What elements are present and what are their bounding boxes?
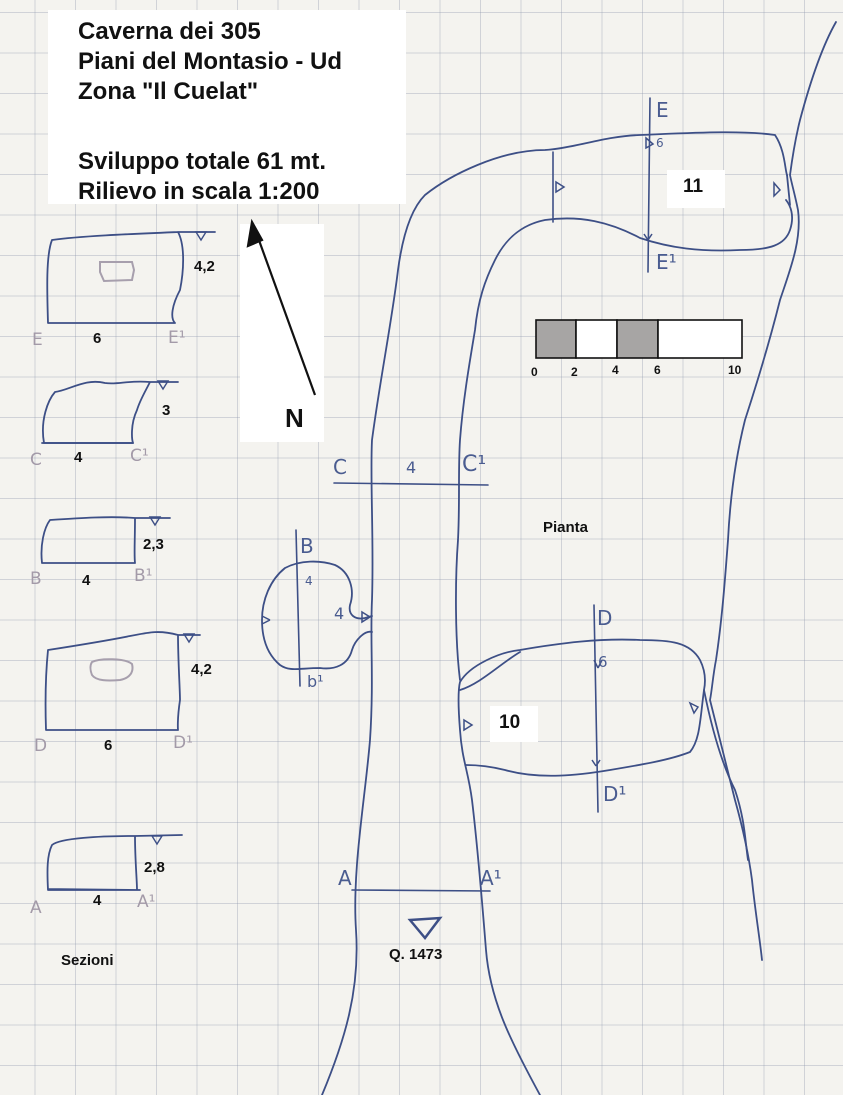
section-d-right-mark: D¹ [173, 733, 193, 753]
mark-d-width: 6 [598, 653, 608, 671]
side-chamber-b [261, 560, 373, 671]
station-marker [182, 633, 196, 644]
station-marker [688, 701, 700, 715]
room-10-label: 10 [499, 712, 521, 733]
mark-e: E [656, 98, 669, 122]
section-line-d [593, 604, 599, 813]
station-marker [148, 516, 162, 527]
section-b-left-mark: B [30, 569, 42, 589]
section-line-e [647, 97, 651, 273]
section-d-height: 4,2 [191, 661, 212, 678]
station-marker [156, 380, 170, 391]
boulder-sketch [89, 658, 134, 682]
section-c-right-mark: C¹ [130, 446, 149, 466]
section-e-height: 4,2 [194, 258, 215, 275]
passage-left-wall [321, 131, 788, 1095]
room-10-lower-wall [465, 689, 705, 777]
mark-b: B [300, 534, 314, 558]
cave-name: Caverna dei 305 [78, 18, 261, 45]
total-development: Sviluppo totale 61 mt. [78, 148, 327, 175]
mark-a1: A¹ [480, 866, 502, 890]
station-marker [150, 835, 164, 846]
boulder-sketch [99, 261, 136, 283]
section-b-outline [40, 516, 171, 564]
section-a-height: 2,8 [144, 859, 165, 876]
room-11-label: 11 [683, 176, 704, 197]
mark-a: A [338, 866, 352, 890]
mark-b1: b¹ [307, 672, 324, 691]
cross-mark [261, 615, 271, 625]
zone: Zona "Il Cuelat" [78, 78, 259, 105]
location: Piani del Montasio - Ud [78, 48, 343, 75]
scale-bar [535, 319, 743, 359]
room-11-divider [786, 174, 791, 206]
sections-label: Sezioni [61, 952, 114, 969]
mark-b-width: 4 [305, 574, 313, 588]
section-line-c [333, 482, 489, 486]
station-marker [361, 610, 372, 624]
mark-b-width-2: 4 [334, 604, 345, 623]
survey-scale: Rilievo in scala 1:200 [78, 178, 320, 205]
north-arrow [246, 218, 317, 396]
entrance-marker [407, 916, 443, 941]
station-marker [773, 180, 782, 198]
mark-e1: E¹ [656, 250, 677, 274]
passage-right-wall [457, 638, 749, 1095]
scale-tick-2: 2 [571, 365, 578, 379]
station-marker [194, 231, 208, 242]
section-b-width: 4 [82, 572, 91, 589]
room-10-upper-wall [459, 651, 521, 691]
section-e-right-mark: E¹ [168, 328, 186, 348]
mark-d1: D¹ [603, 782, 627, 806]
section-c-left-mark: C [30, 450, 42, 470]
section-e-width: 6 [93, 330, 102, 347]
section-c-height: 3 [162, 402, 171, 419]
scale-tick-10: 10 [728, 363, 742, 377]
passage-far-right-wall [709, 21, 837, 961]
room-11-label-box [667, 170, 725, 208]
section-line-a [351, 889, 491, 892]
scale-tick-0: 0 [531, 365, 538, 379]
section-b-right-mark: B¹ [134, 566, 153, 586]
station-marker [645, 136, 655, 150]
mark-d: D [597, 606, 613, 630]
room-10-label-box [490, 706, 538, 742]
title-block: Caverna dei 305 Piani del Montasio - Ud … [48, 10, 406, 205]
plan-label: Pianta [543, 519, 589, 536]
section-c-outline [42, 380, 179, 444]
cross-mark [593, 659, 603, 669]
section-b-height: 2,3 [143, 536, 164, 553]
station-marker [555, 180, 566, 194]
section-a-left-mark: A [30, 898, 42, 918]
section-d-width: 6 [104, 737, 113, 754]
cross-mark [591, 759, 601, 767]
station-marker [463, 718, 474, 732]
mark-c1: C¹ [462, 452, 487, 477]
scale-tick-4: 4 [612, 363, 619, 377]
mark-e-width: 6 [656, 136, 664, 150]
section-c-width: 4 [74, 449, 83, 466]
elevation-label: Q. 1473 [389, 946, 443, 963]
mark-c-width: 4 [406, 458, 417, 477]
cross-mark [643, 233, 653, 241]
passage-right-inner-wall [455, 199, 793, 681]
section-d-left-mark: D [34, 736, 48, 756]
north-arrow-backdrop [240, 224, 324, 442]
section-a-width: 4 [93, 892, 102, 909]
north-label: N [285, 403, 304, 433]
mark-c: C [333, 455, 347, 479]
section-line-b [295, 529, 301, 687]
section-e-outline [46, 231, 216, 324]
section-a-right-mark: A¹ [137, 892, 156, 912]
scale-tick-6: 6 [654, 363, 661, 377]
section-e-left-mark: E [32, 330, 43, 350]
section-d-outline [44, 631, 201, 731]
